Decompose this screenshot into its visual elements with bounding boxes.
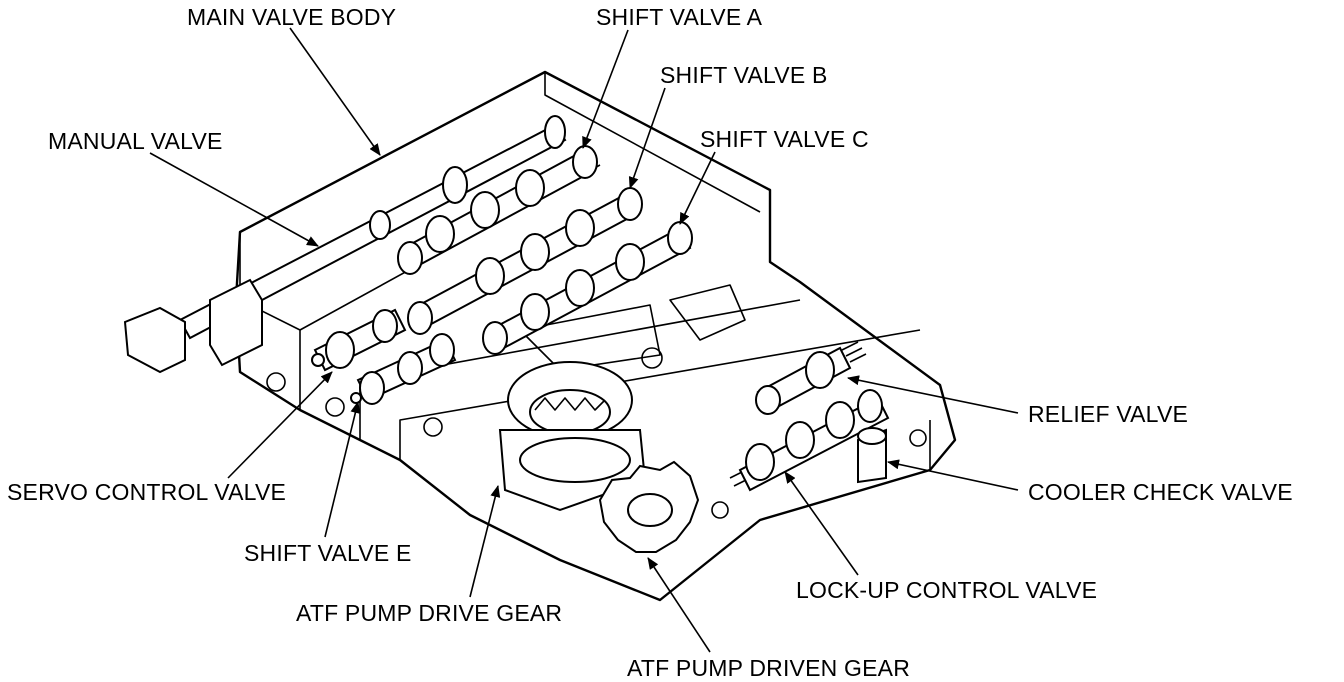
- atf-pump-driven-gear: [598, 460, 700, 553]
- label-lock-up-control-valve: LOCK-UP CONTROL VALVE: [796, 577, 1098, 603]
- label-shift-valve-a: SHIFT VALVE A: [596, 4, 763, 30]
- label-shift-valve-c: SHIFT VALVE C: [700, 126, 869, 152]
- leader-cooler-check-valve: [887, 459, 1019, 491]
- cooler-check-valve: [857, 427, 887, 484]
- leader-lock-up-control-valve: [784, 471, 859, 576]
- leader-lines: [149, 27, 1019, 653]
- label-servo-control-valve: SERVO CONTROL VALVE: [7, 479, 287, 505]
- leader-shift-valve-b: [628, 87, 666, 189]
- leader-relief-valve: [847, 375, 1019, 414]
- label-atf-pump-driven-gear: ATF PUMP DRIVEN GEAR: [627, 655, 911, 681]
- label-shift-valve-b: SHIFT VALVE B: [660, 62, 828, 88]
- leader-main-valve-body: [289, 27, 381, 156]
- label-manual-valve: MANUAL VALVE: [48, 128, 223, 154]
- label-relief-valve: RELIEF VALVE: [1028, 401, 1189, 427]
- manual-valve: [123, 115, 567, 374]
- shift-valve-a: [397, 145, 598, 275]
- leader-atf-pump-drive-gear: [469, 485, 501, 598]
- lock-up-control-valve: [729, 389, 890, 492]
- label-cooler-check-valve: COOLER CHECK VALVE: [1028, 479, 1293, 505]
- shift-valve-b: [407, 187, 643, 335]
- leader-shift-valve-a: [582, 29, 629, 149]
- label-atf-pump-drive-gear: ATF PUMP DRIVE GEAR: [296, 600, 563, 626]
- label-shift-valve-e: SHIFT VALVE E: [244, 540, 412, 566]
- leader-servo-control-valve: [227, 371, 333, 479]
- leader-atf-pump-driven-gear: [647, 557, 711, 653]
- servo-control-valve: [311, 308, 407, 372]
- leader-manual-valve: [149, 152, 319, 247]
- shift-valve-c: [482, 221, 693, 355]
- leader-shift-valve-c: [679, 151, 716, 225]
- label-main-valve-body: MAIN VALVE BODY: [187, 4, 397, 30]
- leader-shift-valve-e: [324, 401, 361, 538]
- shift-valve-e: [350, 333, 457, 405]
- relief-valve: [755, 341, 867, 415]
